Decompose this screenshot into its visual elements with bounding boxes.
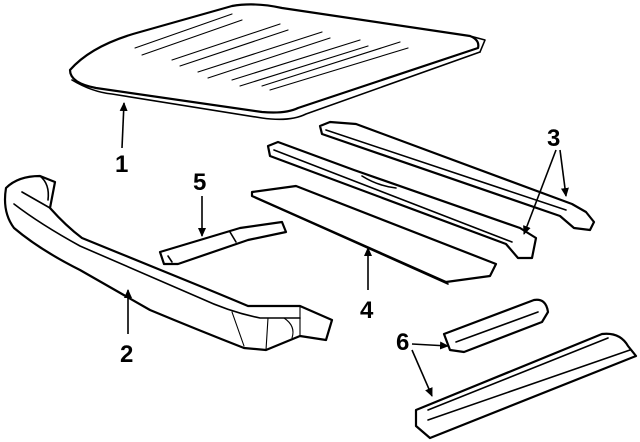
callout-5-label: 5 (193, 169, 206, 196)
roof-reinforcement[interactable] (250, 184, 498, 285)
roof-brace[interactable] (158, 220, 288, 266)
rear-header-upper[interactable] (442, 298, 550, 354)
callout-2: 2 (120, 289, 133, 368)
callout-1: 1 (115, 102, 128, 178)
callout-1-label: 1 (115, 151, 128, 178)
roof-panel[interactable] (68, 3, 486, 121)
callout-3-label: 3 (547, 125, 560, 152)
callout-6-label: 6 (396, 329, 409, 356)
roof-bow-front[interactable] (266, 140, 538, 260)
callout-5: 5 (193, 169, 206, 237)
callout-6: 6 (396, 329, 449, 397)
front-header-panel[interactable] (3, 174, 334, 352)
callout-2-label: 2 (120, 341, 133, 368)
callout-3: 3 (523, 125, 569, 235)
rear-header-lower[interactable] (414, 332, 638, 440)
callout-4-label: 4 (360, 297, 374, 324)
callout-4: 4 (360, 247, 374, 324)
roof-bow-rear[interactable] (318, 120, 596, 232)
